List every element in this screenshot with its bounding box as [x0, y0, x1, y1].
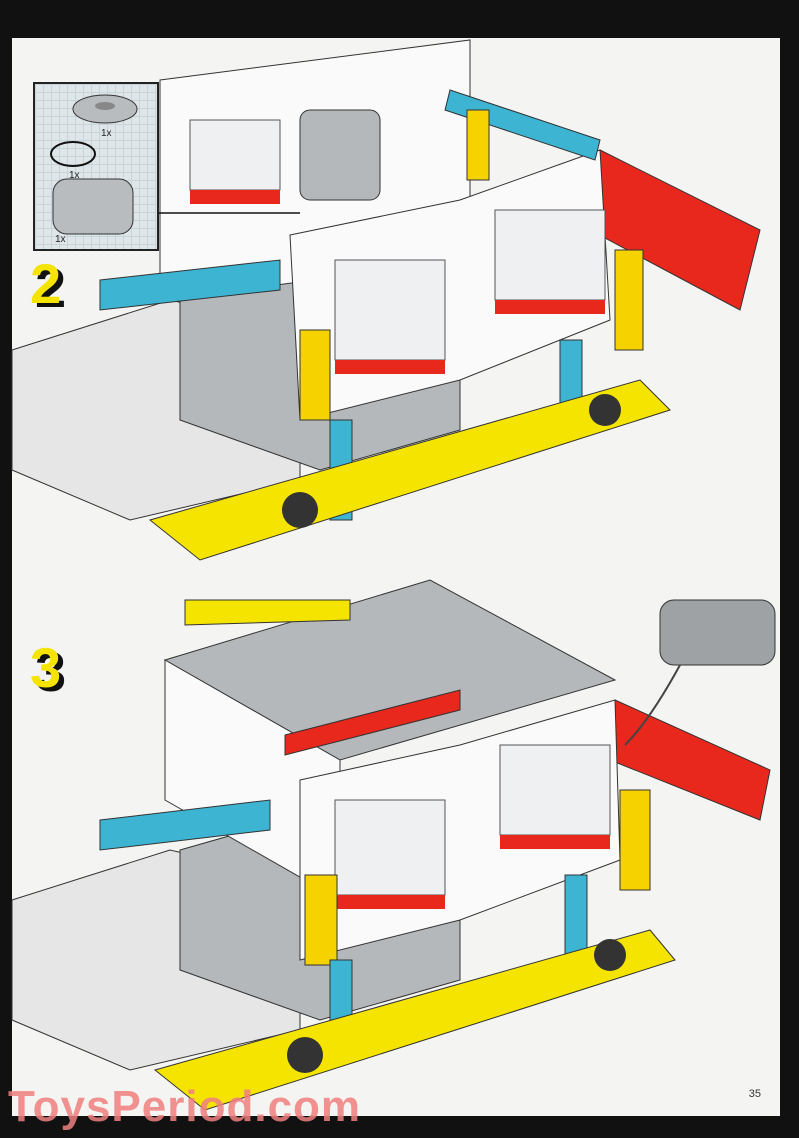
motor-icon [52, 178, 134, 235]
watermark: ToysPeriod.com [8, 1082, 362, 1131]
parts-callout: 1x 1x 1x [33, 82, 159, 251]
yellow-cylinder [299, 329, 331, 421]
part-qty: 1x [101, 128, 112, 139]
red-beam [284, 689, 461, 756]
front-window-left [334, 259, 446, 361]
part-qty: 1x [69, 170, 80, 181]
rubber-band-icon [50, 141, 96, 167]
blue-beam [99, 259, 281, 311]
red-strip [190, 190, 280, 204]
step-3-model [11, 579, 776, 1111]
front-window-right [494, 209, 606, 301]
wheel [282, 492, 318, 528]
rear-window [189, 119, 281, 191]
step-number: 3 [30, 636, 62, 699]
battery-box [659, 599, 776, 666]
step-number: 2 [30, 252, 62, 315]
step-2-model [11, 39, 761, 561]
motor [299, 109, 381, 201]
page-number: 35 [748, 1088, 761, 1100]
part-qty: 1x [55, 234, 66, 245]
yellow-long-beam [148, 379, 671, 561]
